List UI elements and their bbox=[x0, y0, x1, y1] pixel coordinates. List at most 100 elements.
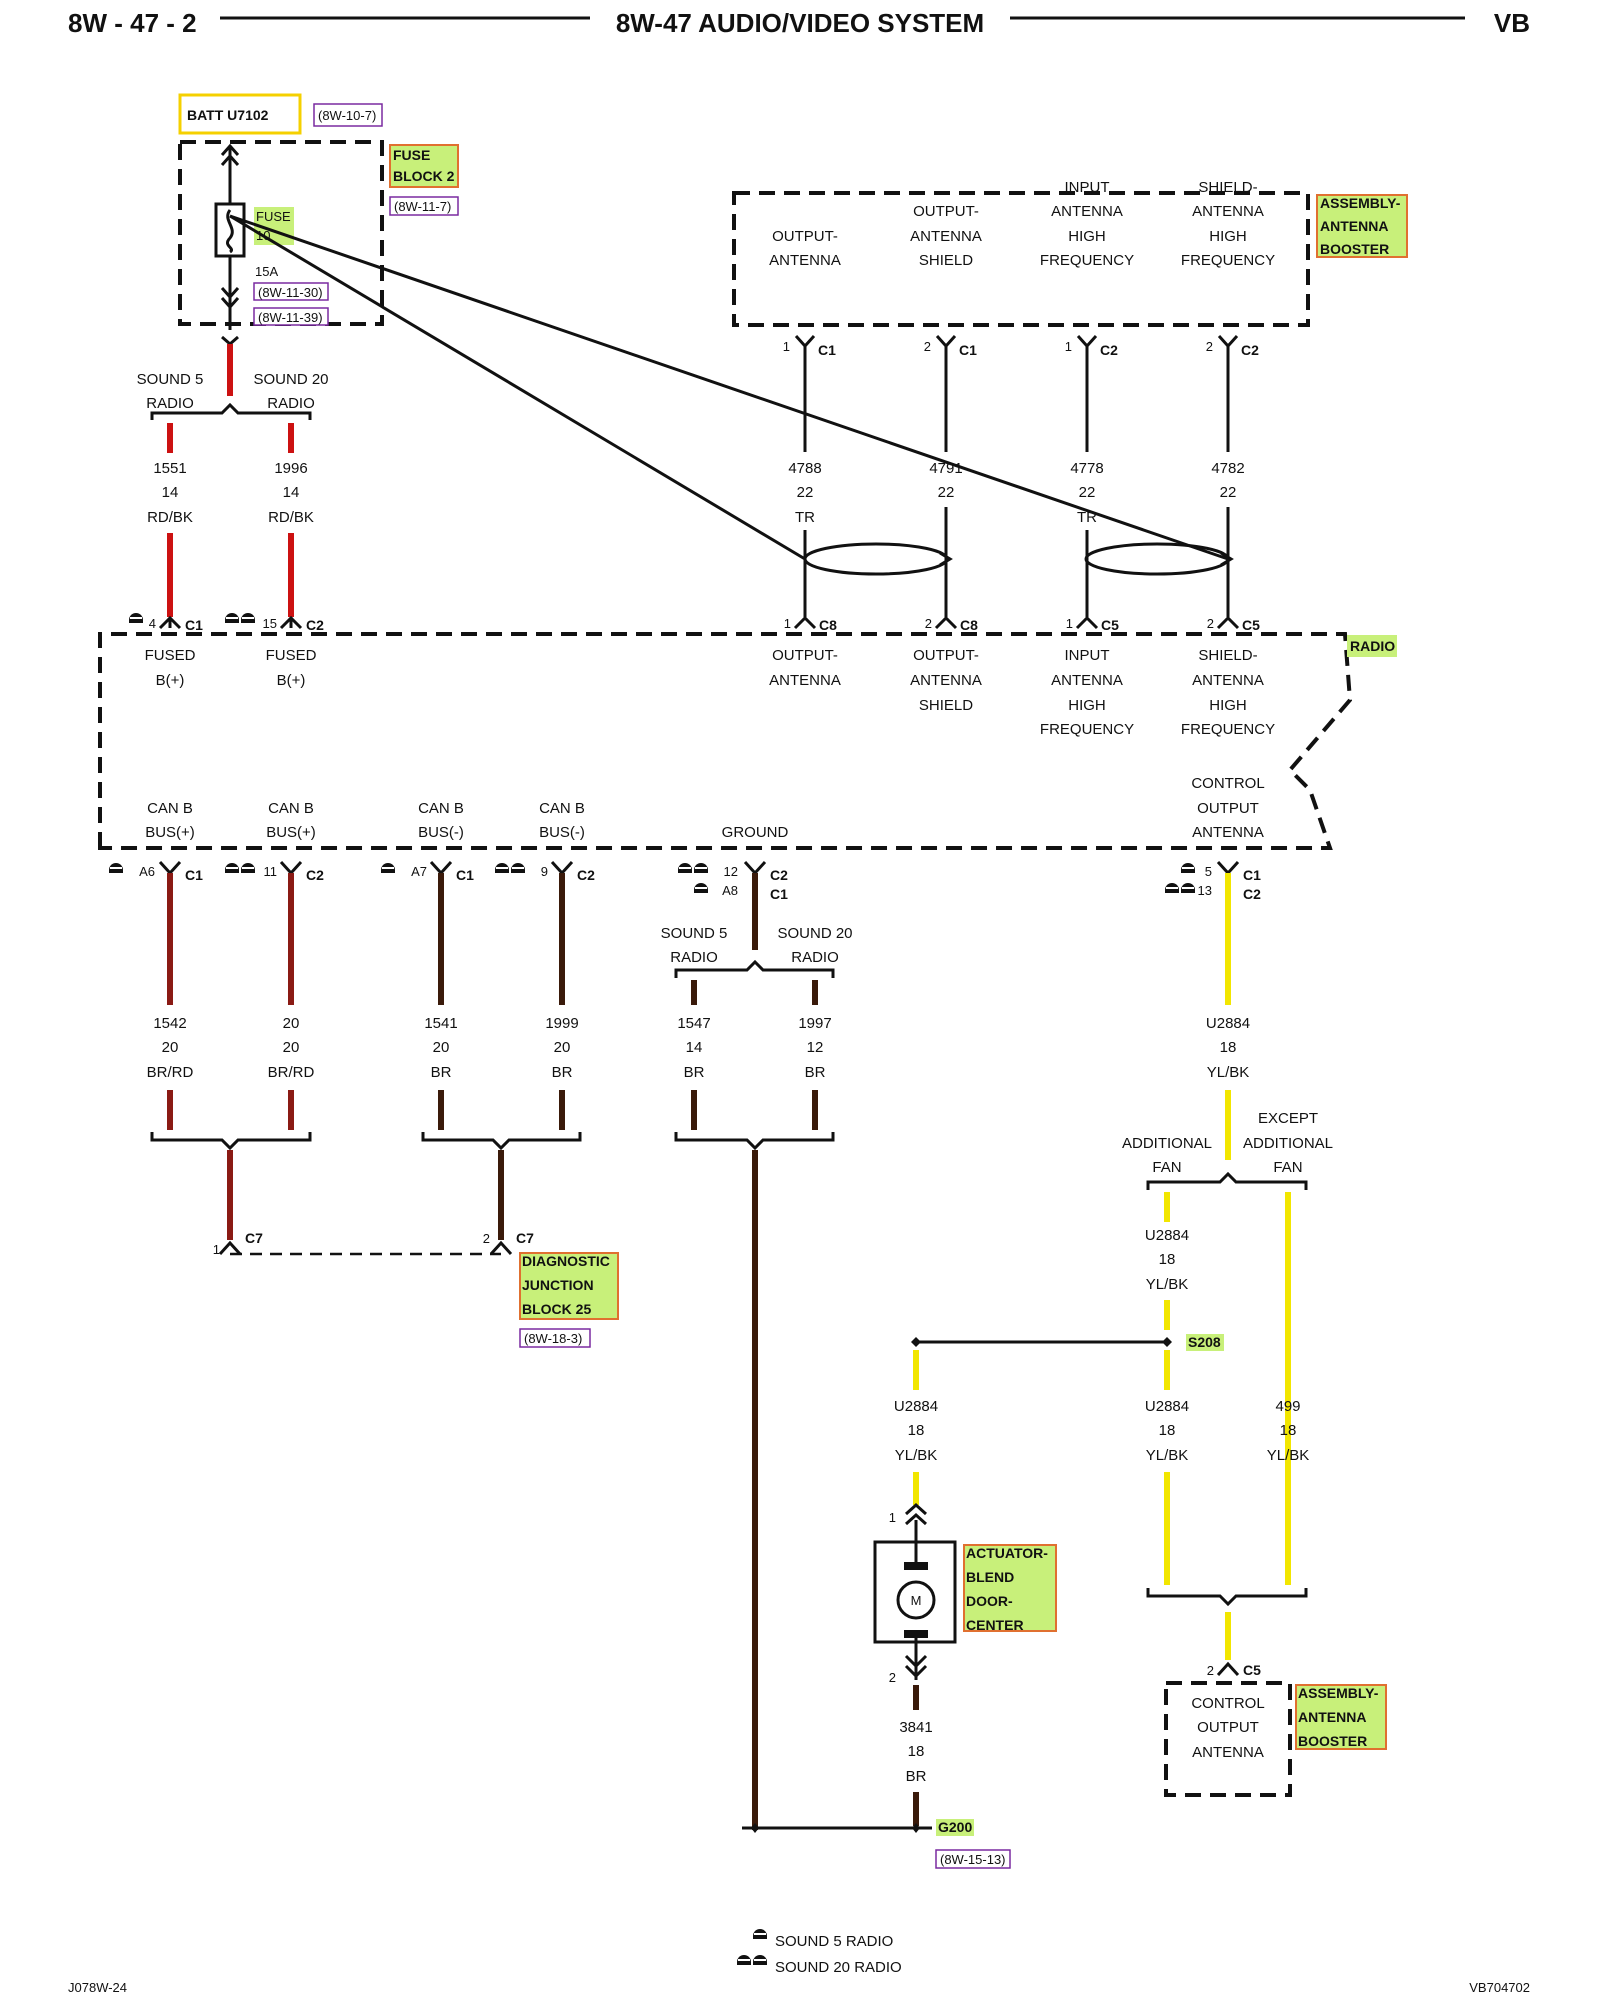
booster-pin-conn: C1 bbox=[959, 342, 977, 358]
fuse-block-ref: (8W-11-7) bbox=[394, 199, 451, 214]
djb-ref-box bbox=[519, 1328, 591, 1348]
split-sound5-2: RADIO bbox=[146, 395, 194, 412]
wire-color: YL/BK bbox=[895, 1447, 938, 1464]
sound5-symbol-icon bbox=[381, 863, 395, 873]
booster-pin-label: SHIELD- bbox=[1198, 179, 1257, 196]
split-sound20-2: RADIO bbox=[267, 395, 315, 412]
radio-pin-conn: C1 bbox=[185, 617, 203, 633]
wire-circuit: 1999 bbox=[545, 1015, 578, 1032]
wire-color: YL/BK bbox=[1267, 1447, 1310, 1464]
sound20-symbol-icon bbox=[678, 863, 708, 873]
wire-circuit: U2884 bbox=[894, 1398, 938, 1415]
ground-split-left-2: RADIO bbox=[670, 949, 718, 966]
antenna-booster-bottom-highlight bbox=[1295, 1684, 1387, 1750]
radio-pin-conn: C8 bbox=[819, 617, 837, 633]
fuse-block-highlight bbox=[389, 144, 459, 188]
fuse-ref-2: (8W-11-39) bbox=[258, 310, 323, 325]
radio-pin-label: FUSED bbox=[266, 647, 317, 664]
s208-highlight bbox=[1186, 1334, 1224, 1351]
radio-bottom-label: CAN B bbox=[539, 800, 585, 817]
radio-pin-label: FUSED bbox=[145, 647, 196, 664]
radio-bottom-label: CAN B bbox=[147, 800, 193, 817]
djb-pin-2: 2 bbox=[483, 1231, 490, 1246]
radio-pin-number: 13 bbox=[1198, 883, 1212, 898]
wire-gauge: 18 bbox=[1159, 1251, 1176, 1268]
radio-bottom-label: BUS(+) bbox=[145, 824, 195, 841]
fuse-ref-2-box bbox=[253, 307, 329, 326]
djb-ref: (8W-18-3) bbox=[524, 1331, 582, 1346]
radio-bottom-label: BUS(+) bbox=[266, 824, 316, 841]
radio-pin-label: SHIELD- bbox=[1198, 647, 1257, 664]
sound20-symbol-icon bbox=[1165, 883, 1195, 893]
radio-pin-number: A7 bbox=[411, 864, 427, 879]
radio-pin-label: SHIELD bbox=[919, 697, 973, 714]
booster-pin-conn: C2 bbox=[1100, 342, 1118, 358]
wire-gauge: 22 bbox=[938, 484, 955, 501]
wire-color: RD/BK bbox=[268, 509, 314, 526]
radio-pin-label: FREQUENCY bbox=[1181, 721, 1275, 738]
wire-color: RD/BK bbox=[147, 509, 193, 526]
booster-pin-label: ANTENNA bbox=[1192, 203, 1264, 220]
fan-split-right: ADDITIONAL bbox=[1243, 1135, 1333, 1152]
wire-gauge: 20 bbox=[162, 1039, 179, 1056]
ground-name: G200 bbox=[938, 1819, 972, 1835]
footer-right: VB704702 bbox=[1469, 1980, 1530, 1995]
radio-pin-label: INPUT bbox=[1065, 647, 1110, 664]
fuse-rating: 15A bbox=[255, 264, 278, 279]
djb-conn-2: C7 bbox=[516, 1230, 534, 1246]
fan-split-right: FAN bbox=[1273, 1159, 1302, 1176]
wire-circuit: 1547 bbox=[677, 1015, 710, 1032]
booster-pin-conn: C1 bbox=[818, 342, 836, 358]
wire-color: BR/RD bbox=[268, 1064, 315, 1081]
booster-pin-label: FREQUENCY bbox=[1040, 252, 1134, 269]
sound20-symbol-icon bbox=[495, 863, 525, 873]
radio-name-highlight bbox=[1347, 635, 1397, 657]
wire-gauge: 22 bbox=[797, 484, 814, 501]
ground-ref: (8W-15-13) bbox=[940, 1852, 1006, 1867]
actuator-name-2: BLEND bbox=[966, 1569, 1014, 1585]
booster-pin-conn: C2 bbox=[1241, 342, 1259, 358]
sound5-symbol-icon bbox=[1181, 863, 1195, 873]
sound20-symbol-icon bbox=[225, 613, 255, 623]
radio-pin-conn: C2 bbox=[770, 867, 788, 883]
booster-pin-number: 2 bbox=[924, 339, 931, 354]
radio-bottom-label: CONTROL bbox=[1191, 775, 1264, 792]
wire-color: BR bbox=[552, 1064, 573, 1081]
wire-circuit: U2884 bbox=[1145, 1227, 1189, 1244]
fuse-ref-1-box bbox=[253, 282, 329, 301]
djb-highlight bbox=[519, 1252, 619, 1320]
wire-circuit: 499 bbox=[1275, 1398, 1300, 1415]
split-sound5-1: SOUND 5 bbox=[137, 371, 204, 388]
radio-pin-conn: C1 bbox=[770, 886, 788, 902]
wire-gauge: 14 bbox=[686, 1039, 703, 1056]
actuator-name-1: ACTUATOR- bbox=[966, 1545, 1048, 1561]
wire-circuit: U2884 bbox=[1145, 1398, 1189, 1415]
actuator-pin-1: 1 bbox=[889, 1510, 896, 1525]
radio-pin-conn: C1 bbox=[185, 867, 203, 883]
radio-pin-label: HIGH bbox=[1068, 697, 1106, 714]
wire-gauge: 14 bbox=[283, 484, 300, 501]
radio-pin-number: 5 bbox=[1205, 864, 1212, 879]
wire-gauge: 22 bbox=[1220, 484, 1237, 501]
radio-pin-number: 12 bbox=[724, 864, 738, 879]
batt-ref: (8W-10-7) bbox=[318, 108, 376, 123]
wire-gauge: 14 bbox=[162, 484, 179, 501]
booster-pin-label: HIGH bbox=[1068, 228, 1106, 245]
wire-color: BR bbox=[906, 1768, 927, 1785]
radio-pin-number: 11 bbox=[264, 864, 278, 879]
wire-circuit: 1997 bbox=[798, 1015, 831, 1032]
wire-color: TR bbox=[795, 509, 815, 526]
sound5-symbol-icon bbox=[129, 613, 143, 623]
wire-color: BR bbox=[684, 1064, 705, 1081]
booster-pin-label: OUTPUT- bbox=[913, 203, 979, 220]
wire-color: BR bbox=[431, 1064, 452, 1081]
wire-gauge: 18 bbox=[1159, 1422, 1176, 1439]
batt-label: BATT U7102 bbox=[187, 107, 269, 123]
radio-pin-label: OUTPUT- bbox=[772, 647, 838, 664]
djb-name-2: JUNCTION bbox=[522, 1277, 594, 1293]
booster-pin-number: 2 bbox=[1206, 339, 1213, 354]
radio-pin-label: OUTPUT- bbox=[913, 647, 979, 664]
djb-name-3: BLOCK 25 bbox=[522, 1301, 591, 1317]
radio-pin-label: B(+) bbox=[156, 672, 185, 689]
ground-split-right-1: SOUND 20 bbox=[777, 925, 852, 942]
